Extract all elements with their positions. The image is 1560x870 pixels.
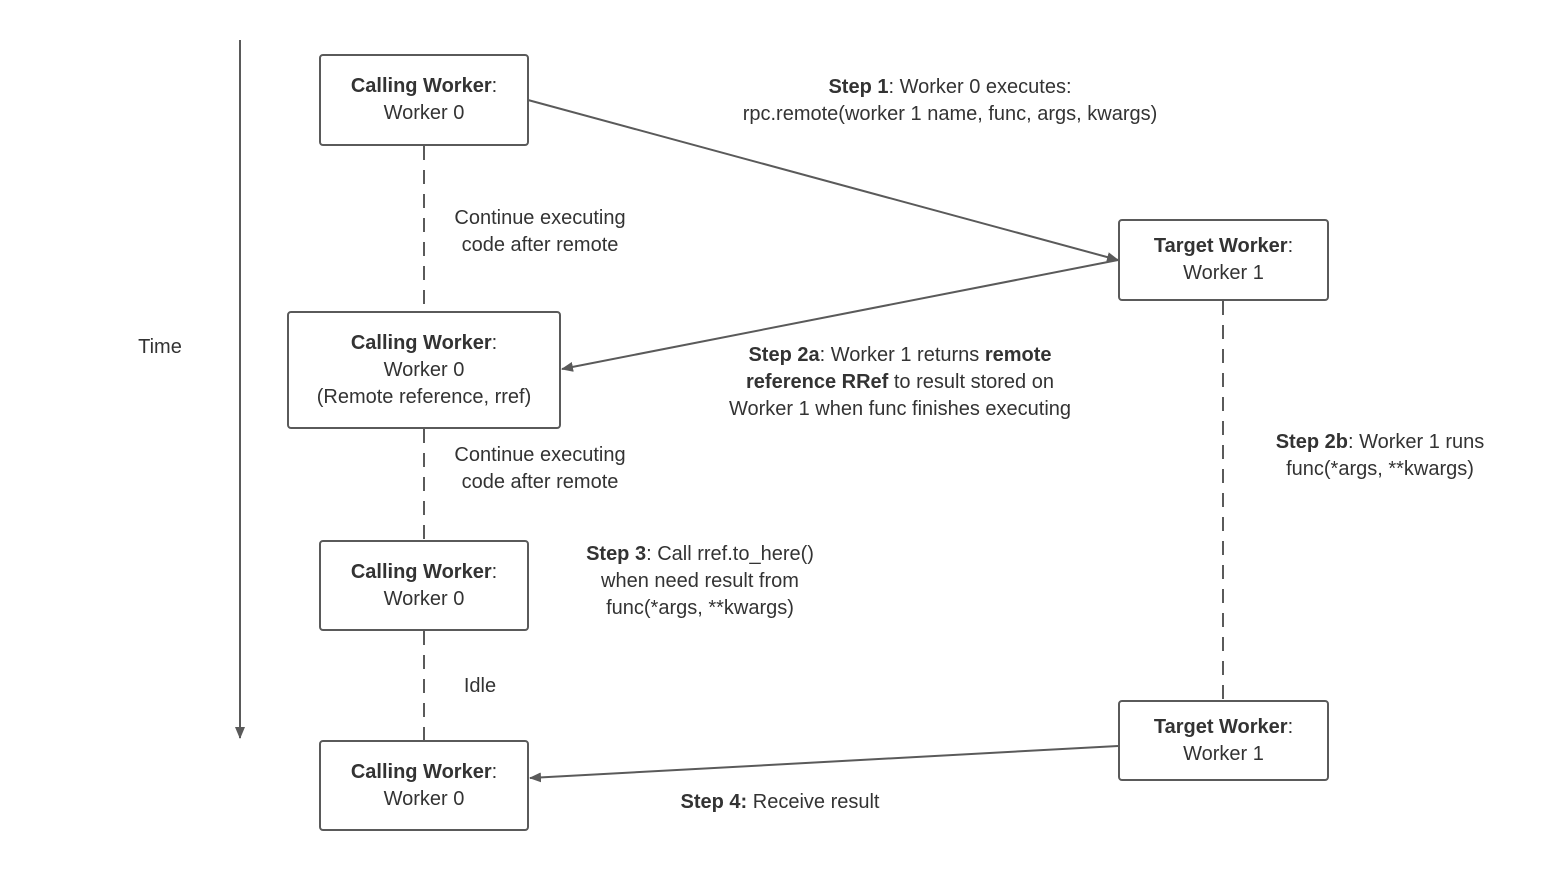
calling-worker-box-3: Calling Worker: Worker 0	[319, 540, 529, 631]
remote-reference-note: (Remote reference, rref)	[316, 385, 532, 408]
calling-worker-name: Worker 0	[383, 102, 465, 124]
calling-worker-box-2: Calling Worker: Worker 0 (Remote referen…	[287, 311, 561, 429]
calling-worker-name: Worker 0	[383, 358, 465, 381]
calling-worker-name: Worker 0	[383, 587, 465, 610]
calling-worker-name: Worker 0	[383, 787, 465, 810]
target-worker-box-2: Target Worker: Worker 1	[1118, 700, 1329, 781]
step4-arrow	[529, 745, 1119, 783]
step2b-label: Step 2b: Worker 1 runs func(*args, **kwa…	[1275, 431, 1485, 480]
calling-worker-box-1: Calling Worker: Worker 0	[319, 54, 529, 146]
target-worker-name: Worker 1	[1183, 262, 1264, 284]
target-worker-name: Worker 1	[1183, 742, 1264, 765]
step4-label: Step 4: Receive result	[680, 791, 880, 813]
calling-worker-title: Calling Worker:	[350, 560, 498, 583]
calling-worker-title: Calling Worker:	[350, 331, 498, 354]
step2a-arrow	[561, 259, 1119, 372]
target-worker-box-1: Target Worker: Worker 1	[1118, 219, 1329, 301]
continue-executing-note-2: Continue executing code after remote	[454, 444, 626, 493]
step3-label: Step 3: Call rref.to_here() when need re…	[586, 543, 814, 619]
step2a-label: Step 2a: Worker 1 returns remote referen…	[728, 344, 1072, 420]
continue-executing-note-1: Continue executing code after remote	[454, 207, 626, 256]
step1-arrow	[527, 99, 1119, 262]
time-axis-label: Time	[138, 336, 182, 358]
calling-worker-title: Calling Worker:	[350, 760, 498, 783]
idle-note: Idle	[463, 675, 497, 697]
step1-label: Step 1: Worker 0 executes: rpc.remote(wo…	[742, 76, 1158, 125]
calling-worker-title: Calling Worker:	[350, 75, 498, 97]
calling-worker-box-4: Calling Worker: Worker 0	[319, 740, 529, 831]
target-worker-title: Target Worker:	[1153, 715, 1294, 738]
target-worker-title: Target Worker:	[1153, 235, 1294, 257]
